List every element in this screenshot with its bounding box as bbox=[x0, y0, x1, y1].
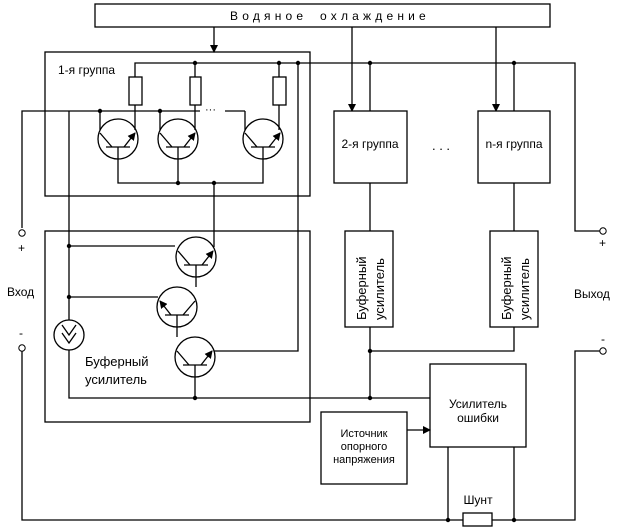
group-2-block: 2-я группа bbox=[333, 110, 408, 184]
transistor-icon bbox=[158, 119, 198, 159]
buffer-amplifier-n: Буферный усилитель bbox=[489, 230, 539, 328]
resistor bbox=[128, 76, 143, 106]
resistor bbox=[189, 76, 202, 106]
input-plus: + bbox=[18, 241, 25, 255]
buffer-left-line2: усилитель bbox=[85, 372, 147, 387]
input-minus: - bbox=[19, 326, 23, 340]
transistor-icon bbox=[176, 237, 216, 277]
transistor-icon bbox=[175, 337, 215, 377]
group-n-label: n-я группа bbox=[485, 137, 542, 151]
reference-voltage-block: Источник опорного напряжения bbox=[320, 411, 408, 485]
shunt-label: Шунт bbox=[463, 493, 493, 507]
water-cooling-block: Водяное охлаждение bbox=[94, 3, 551, 28]
buffer-n-line2: усилитель bbox=[517, 258, 532, 320]
output-terminals: + Выход - bbox=[574, 227, 610, 355]
output-minus: - bbox=[601, 332, 605, 346]
buffer-2-line2: усилитель bbox=[372, 258, 387, 320]
reference-line2: опорного bbox=[341, 441, 387, 453]
input-terminals: + Вход - bbox=[7, 229, 600, 521]
transistor-icon bbox=[243, 119, 283, 159]
resistor bbox=[272, 76, 287, 106]
error-amplifier-block: Усилитель ошибки bbox=[429, 363, 527, 448]
group-2-label: 2-я группа bbox=[341, 137, 398, 151]
transistor-icon bbox=[98, 119, 138, 159]
input-label: Вход bbox=[7, 285, 34, 299]
current-source-icon bbox=[53, 319, 85, 351]
output-label: Выход bbox=[574, 287, 610, 301]
shunt-resistor: Шунт bbox=[462, 493, 493, 527]
group-1-label: 1-я группа bbox=[58, 63, 115, 77]
buffer-amplifier-2: Буферный усилитель bbox=[344, 230, 394, 328]
cooling-label-2: охлаждение bbox=[320, 9, 430, 23]
buffer-amplifier-left: Буферный усилитель bbox=[44, 63, 430, 423]
reference-line1: Источник bbox=[341, 428, 388, 440]
group-1-block: 1-я группа ··· bbox=[21, 51, 600, 232]
buffer-left-line1: Буферный bbox=[85, 354, 149, 369]
group-1-ellipsis: ··· bbox=[205, 104, 216, 116]
buffer-n-line1: Буферный bbox=[499, 256, 514, 320]
error-amp-line1: Усилитель bbox=[449, 397, 507, 411]
group-n-block: n-я группа bbox=[477, 110, 551, 184]
groups-ellipsis: . . . bbox=[432, 138, 450, 153]
transistor-icon bbox=[157, 287, 197, 327]
error-amp-line2: ошибки bbox=[457, 411, 499, 425]
buffer-2-line1: Буферный bbox=[354, 256, 369, 320]
reference-line3: напряжения bbox=[333, 454, 395, 466]
cooling-label-1: Водяное bbox=[230, 9, 307, 23]
output-plus: + bbox=[599, 236, 606, 250]
